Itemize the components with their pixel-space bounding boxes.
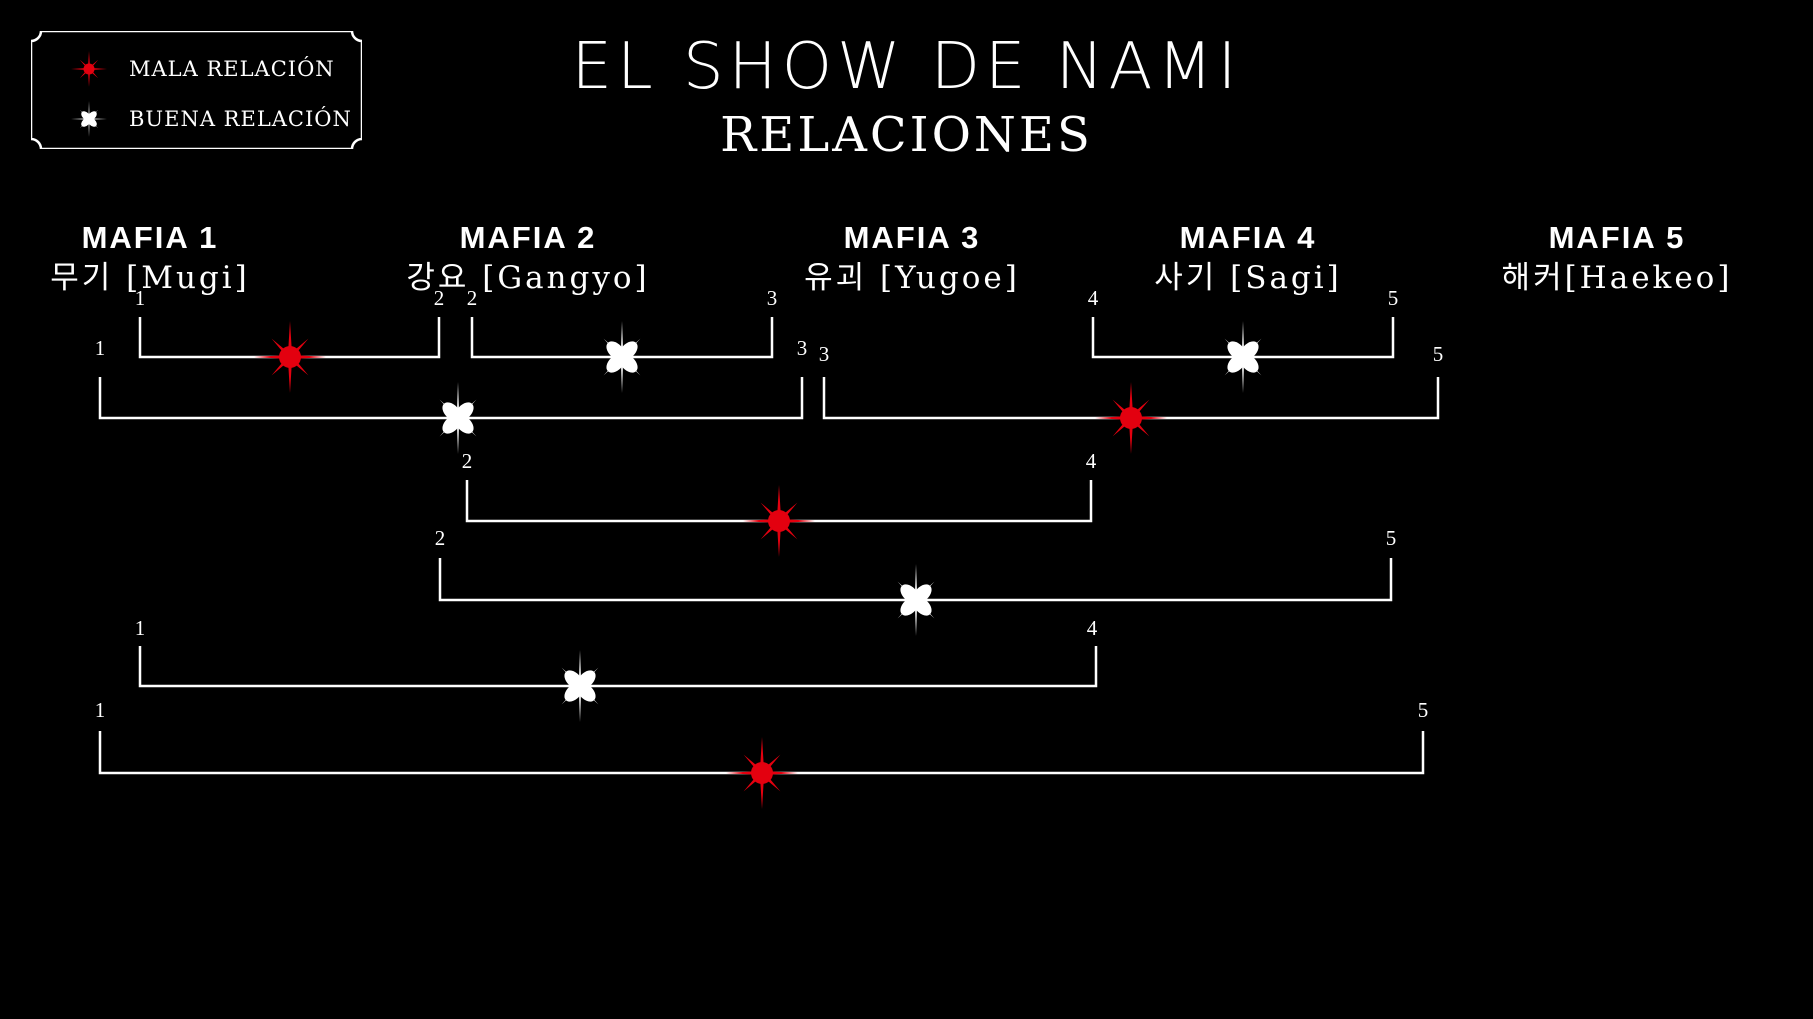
bracket-endpoint-label: 2 (462, 449, 473, 473)
white-sparkle-icon (422, 382, 494, 454)
bracket-endpoint-label: 2 (435, 526, 446, 550)
bracket-endpoint-label: 5 (1418, 698, 1429, 722)
white-sparkle-icon (880, 564, 952, 636)
bracket-endpoint-label: 5 (1433, 342, 1444, 366)
bracket-endpoint-label: 4 (1086, 449, 1097, 473)
red-starburst-icon (254, 321, 326, 393)
mafia-korean-name: 무기 [Mugi] (50, 260, 250, 296)
legend-label-buena: BUENA RELACIÓN (129, 107, 352, 131)
mafia-header-5: MAFIA 5 해커[Haekeo] (1437, 218, 1797, 298)
bracket-endpoint-label: 1 (135, 286, 146, 310)
mafia-header-3: MAFIA 3 유괴 [Yugoe] (732, 218, 1092, 298)
white-sparkle-icon (71, 101, 107, 137)
mafia-korean-name: 강요 [Gangyo] (406, 260, 650, 296)
bracket-endpoint-label: 5 (1388, 286, 1399, 310)
mafia-header-2: MAFIA 2 강요 [Gangyo] (348, 218, 708, 298)
mafia-korean-name: 유괴 [Yugoe] (804, 260, 1020, 296)
legend: MALA RELACIÓN BUENA RELACIÓN (31, 31, 362, 149)
bracket-endpoint-label: 4 (1088, 286, 1099, 310)
legend-label-mala: MALA RELACIÓN (129, 57, 335, 81)
bracket-endpoint-label: 3 (797, 336, 808, 360)
bracket-endpoint-label: 1 (95, 336, 106, 360)
white-sparkle-icon (544, 650, 616, 722)
bracket-endpoint-label: 5 (1386, 526, 1397, 550)
bracket-endpoint-label: 3 (819, 342, 830, 366)
mafia-name: MAFIA 4 (1179, 220, 1317, 255)
mafia-name: MAFIA 1 (81, 220, 219, 255)
white-sparkle-icon (1207, 321, 1279, 393)
bracket-endpoint-label: 2 (434, 286, 445, 310)
red-starburst-icon (726, 737, 798, 809)
mafia-korean-name: 사기 [Sagi] (1154, 260, 1342, 296)
red-starburst-icon (743, 485, 815, 557)
legend-item-buena: BUENA RELACIÓN (69, 99, 352, 139)
mafia-name: MAFIA 3 (843, 220, 981, 255)
bracket-endpoint-label: 3 (767, 286, 778, 310)
bracket-line (138, 646, 1098, 688)
mafia-header-4: MAFIA 4 사기 [Sagi] (1068, 218, 1428, 298)
mafia-korean-name: 해커[Haekeo] (1501, 260, 1733, 296)
bracket-endpoint-label: 2 (467, 286, 478, 310)
bracket-endpoint-label: 1 (95, 698, 106, 722)
bracket-endpoint-label: 4 (1087, 616, 1098, 640)
legend-item-mala: MALA RELACIÓN (69, 49, 335, 89)
mafia-name: MAFIA 5 (1548, 220, 1686, 255)
mafia-header-1: MAFIA 1 무기 [Mugi] (0, 218, 330, 298)
mafia-name: MAFIA 2 (459, 220, 597, 255)
page-subtitle: RELACIONES (720, 107, 1093, 163)
legend-frame (31, 31, 362, 149)
bracket-endpoint-label: 1 (135, 616, 146, 640)
red-starburst-icon (71, 51, 107, 87)
red-starburst-icon (1095, 382, 1167, 454)
page-title: EL SHOW DE NAMI (571, 30, 1242, 104)
white-sparkle-icon (586, 321, 658, 393)
